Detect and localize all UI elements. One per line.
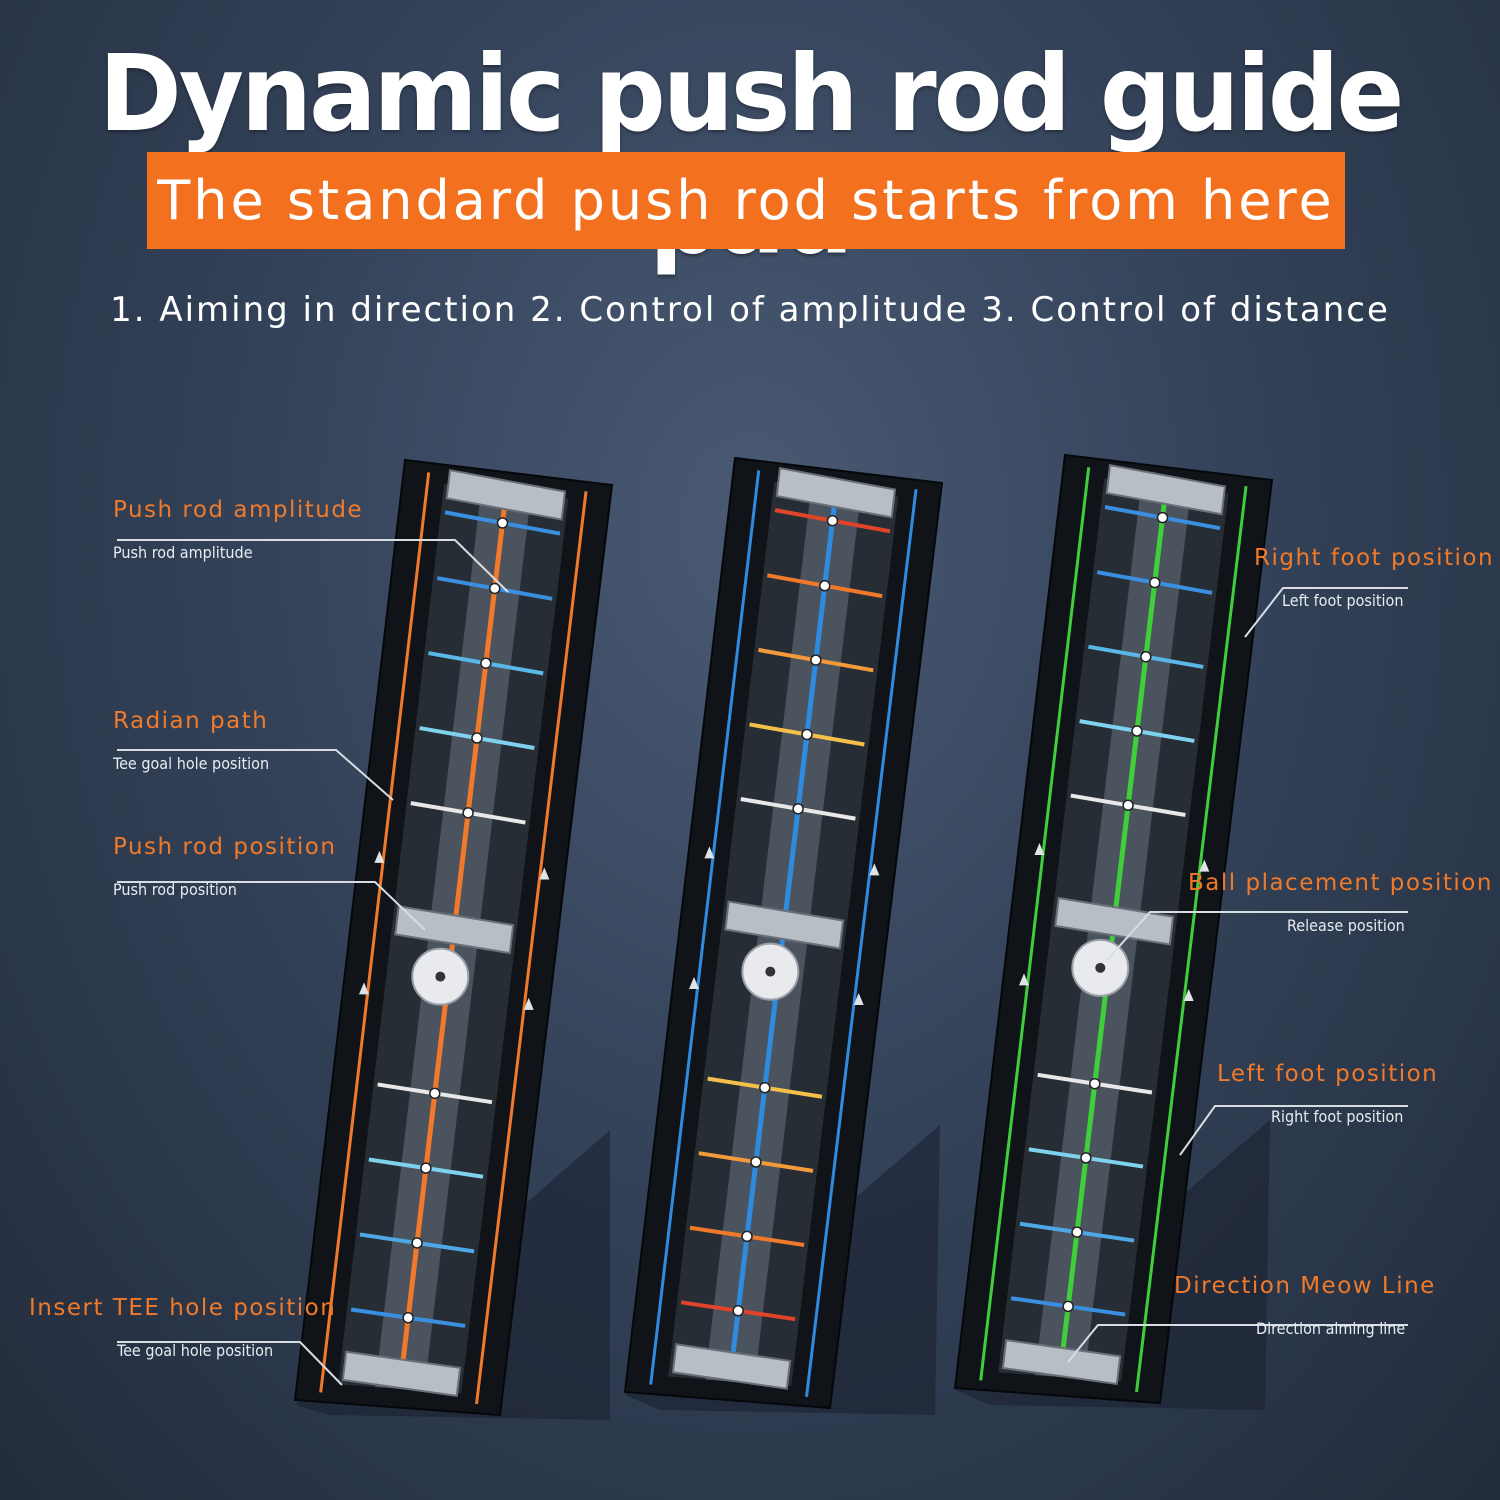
callout-label: Direction Meow Line [1174, 1273, 1436, 1299]
mat-dot [488, 582, 501, 595]
mat-dot [818, 580, 831, 592]
mat-arrow-icon [869, 863, 880, 876]
leader-left-foot [1179, 1105, 1408, 1156]
banner-text: The standard push rod starts from here [157, 169, 1335, 232]
mat-arrow-icon [688, 977, 699, 990]
callout-label: Insert TEE hole position [29, 1295, 337, 1321]
mat-arrow-icon [853, 993, 864, 1006]
mat-dot [462, 807, 474, 819]
mat-dot [1089, 1077, 1101, 1090]
mat-dot [826, 514, 839, 527]
callout-sub: Tee goal hole position [117, 1341, 274, 1360]
mat-dot [759, 1081, 771, 1094]
callout-label: Radian path [113, 708, 269, 734]
callout-sub: Tee goal hole position [113, 754, 270, 773]
mat-guide-block [1105, 463, 1227, 516]
feature-list: 1. Aiming in direction 2. Control of amp… [110, 290, 1390, 330]
mat-side-rail [319, 472, 431, 1393]
mat-dot [1071, 1226, 1083, 1238]
callout-sub: Push rod position [113, 880, 237, 899]
mat-side-rail [979, 467, 1091, 1381]
callout-label: Right foot position [1254, 545, 1495, 571]
mat-dot [792, 803, 804, 815]
mat-dot [801, 728, 813, 741]
mat-side-rail [475, 491, 588, 1405]
mat-guide-block [671, 1343, 792, 1390]
mat-dot [732, 1305, 744, 1317]
callout-label: Ball placement position [1188, 870, 1493, 896]
callout-left-foot: Left foot position Right foot position [1217, 1061, 1438, 1126]
leader-radian-path [117, 749, 394, 801]
mat-dot [402, 1311, 414, 1324]
mat-side-rail [805, 489, 918, 1397]
leader-insert-tee [117, 1341, 343, 1386]
mat-dot [1131, 725, 1143, 737]
callout-direction-line: Direction Meow Line Direction aiming lin… [1174, 1273, 1436, 1338]
mat-guide-block [724, 900, 845, 950]
mat-dot [1140, 651, 1152, 663]
mat-dot [471, 732, 483, 744]
mat-guide-block [1054, 896, 1175, 946]
mat-dot [1062, 1300, 1074, 1313]
subtitle-banner: The standard push rod starts from here [147, 152, 1345, 249]
callout-push-rod-amplitude: Push rod amplitude Push rod amplitude [113, 497, 363, 562]
ball-center-mark [1095, 962, 1106, 973]
callout-sub: Direction aiming line [1256, 1319, 1406, 1338]
orange-mat [293, 458, 614, 1417]
callout-radian-path: Radian path Tee goal hole position [113, 708, 269, 773]
mat-arrow-icon [374, 850, 385, 863]
mat-dot [810, 654, 822, 666]
ball-center-mark [435, 971, 446, 982]
callout-sub: Left foot position [1282, 591, 1404, 610]
mat-arrow-icon [1199, 859, 1210, 872]
mat-guide-block [445, 469, 567, 521]
leader-direction-line [1067, 1324, 1408, 1363]
callout-sub: Right foot position [1271, 1107, 1404, 1126]
mat-dot [411, 1237, 423, 1249]
callout-label: Push rod position [113, 834, 337, 860]
mat-dot [429, 1087, 441, 1100]
mat-arrow-icon [1183, 988, 1194, 1001]
mat-arrow-icon [358, 982, 369, 995]
leader-push-rod-amplitude [117, 539, 509, 593]
leader-right-foot [1244, 587, 1408, 638]
callout-sub: Push rod amplitude [113, 543, 253, 562]
ball-center-mark [765, 966, 776, 977]
mat-arrow-icon [539, 867, 550, 880]
mat-dot [1156, 511, 1169, 524]
mat-dot [1122, 799, 1134, 812]
mat-arrow-icon [704, 846, 715, 859]
green-mat [953, 453, 1274, 1405]
mat-dot [741, 1230, 753, 1243]
mat-arrow-icon [523, 997, 534, 1010]
callout-insert-tee: Insert TEE hole position Tee goal hole p… [29, 1295, 336, 1360]
leader-ball-placement [1106, 911, 1408, 961]
mat-side-rail [1135, 486, 1248, 1393]
mat-guide-block [775, 466, 897, 519]
mat-arrow-icon [1034, 842, 1045, 855]
callout-label: Left foot position [1217, 1061, 1439, 1087]
mat-dot [480, 657, 492, 669]
mat-arrow-icon [1018, 973, 1029, 986]
mat-guide-block [394, 905, 515, 955]
mat-guide-block [1001, 1338, 1122, 1386]
mat-dot [1080, 1152, 1092, 1164]
callout-push-rod-position: Push rod position Push rod position [113, 834, 336, 899]
blue-mat [623, 456, 944, 1410]
callout-ball-placement: Ball placement position Release position [1188, 870, 1493, 935]
mat-guide-block [341, 1350, 462, 1397]
mat-dot [1148, 576, 1161, 589]
mat-dot [496, 517, 509, 529]
callout-right-foot: Right foot position Left foot position [1254, 545, 1494, 610]
callout-label: Push rod amplitude [113, 497, 364, 523]
mat-dot [750, 1156, 762, 1168]
mat-side-rail [649, 470, 761, 1385]
leader-push-rod-position [117, 881, 426, 931]
mat-dot [420, 1162, 432, 1174]
callout-sub: Release position [1287, 916, 1405, 935]
